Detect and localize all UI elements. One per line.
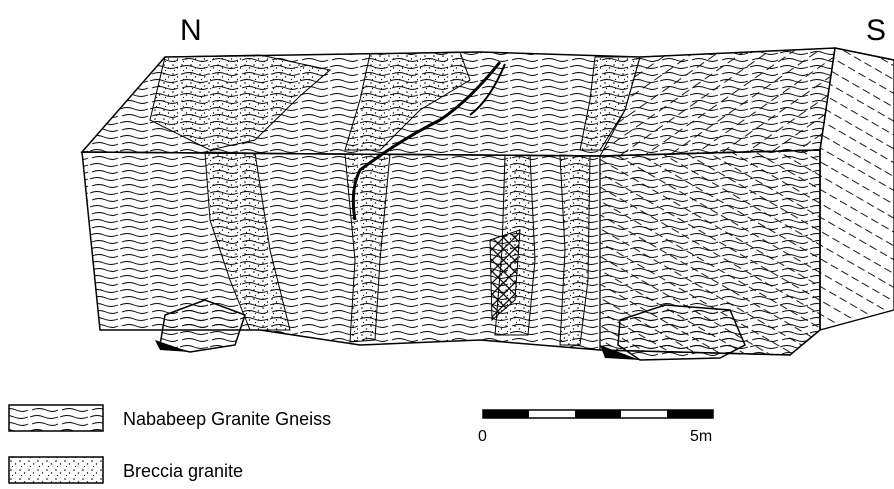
legend-swatch-gneiss xyxy=(9,405,103,431)
legend-label-gneiss: Nababeep Granite Gneiss xyxy=(123,409,331,430)
legend-swatch-breccia xyxy=(9,457,103,483)
south-label: S xyxy=(866,14,886,48)
scale-bar-graphic xyxy=(483,410,713,418)
scale-start-label: 0 xyxy=(478,428,487,446)
north-label: N xyxy=(180,14,202,48)
scale-end-label: 5m xyxy=(690,428,712,446)
legend-label-breccia: Breccia granite xyxy=(123,461,243,482)
